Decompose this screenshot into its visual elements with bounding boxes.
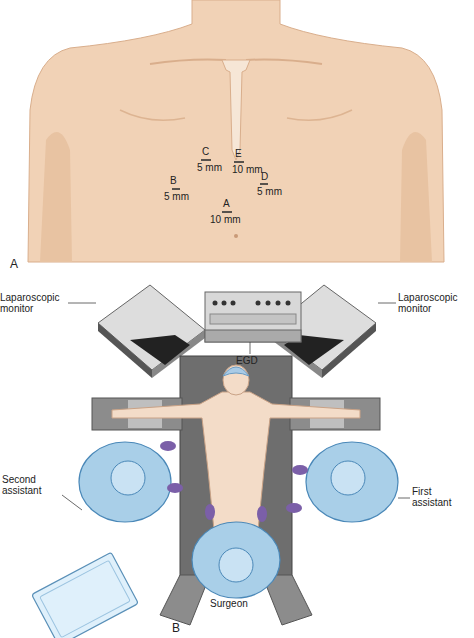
panel-label: B	[172, 622, 192, 635]
equipment-label: EGD	[236, 355, 276, 366]
staff-label: First assistant	[412, 486, 472, 508]
equipment-label: Laparoscopic monitor	[398, 292, 472, 314]
port-letter: C	[202, 146, 222, 157]
port-size: 5 mm	[197, 162, 237, 173]
port-letter: D	[261, 171, 281, 182]
equipment-label: Laparoscopic monitor	[0, 292, 68, 314]
torso	[28, 0, 444, 262]
surgeon	[192, 504, 280, 598]
port-letter: A	[223, 198, 243, 209]
torso-shade	[400, 132, 432, 262]
back-table	[40, 560, 130, 637]
port-size: 10 mm	[210, 214, 250, 225]
port-size: 5 mm	[164, 191, 204, 202]
first-assistant	[286, 442, 398, 522]
port-letter: E	[235, 148, 255, 159]
staff-label: Surgeon	[210, 598, 270, 609]
port-size: 5 mm	[257, 186, 297, 197]
second-assistant	[79, 441, 183, 522]
back-table	[32, 552, 139, 638]
sternum	[222, 60, 250, 160]
umbilicus	[234, 234, 238, 238]
panel-label: A	[10, 258, 30, 271]
egd-tower	[205, 292, 301, 342]
port-letter: B	[170, 175, 190, 186]
pectoral	[120, 110, 352, 120]
torso-shade	[40, 132, 72, 262]
staff-label: Second assistant	[2, 474, 62, 496]
